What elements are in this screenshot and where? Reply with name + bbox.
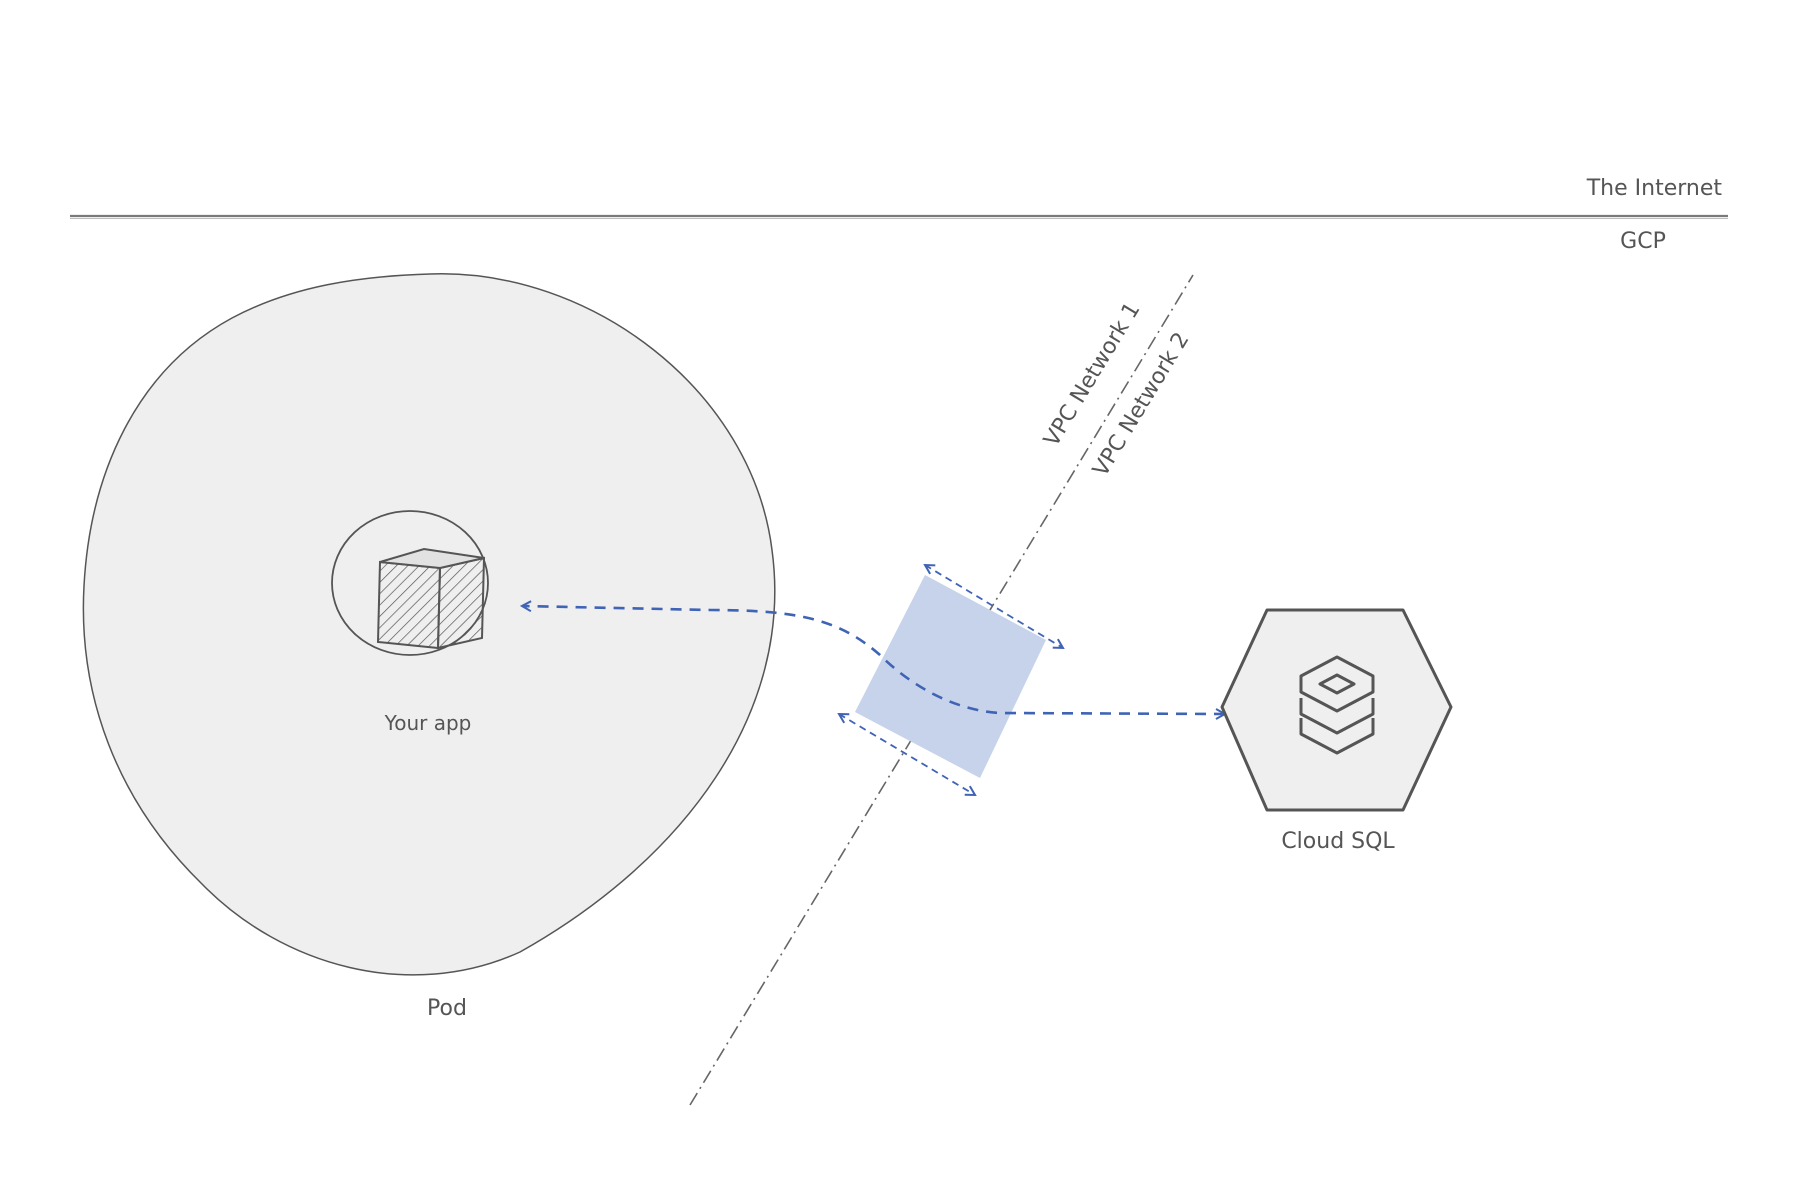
vpc-peering-region [839, 565, 1063, 795]
cube-icon [376, 547, 486, 650]
app-label: Your app [384, 711, 472, 735]
peering-bottom-edge [839, 714, 975, 795]
internet-label: The Internet [1586, 176, 1723, 201]
database-stack-icon [1299, 655, 1375, 755]
cloudsql-label: Cloud SQL [1281, 829, 1395, 854]
peering-rectangle [855, 575, 1046, 778]
internet-boundary [70, 214, 1728, 219]
gcp-label: GCP [1620, 229, 1666, 254]
app-connection-arrow [522, 606, 1225, 714]
cloudsql-node [1220, 608, 1453, 812]
vpc-boundary-line [689, 274, 1194, 1106]
pod-label: Pod [427, 996, 467, 1021]
pod [82, 273, 776, 976]
